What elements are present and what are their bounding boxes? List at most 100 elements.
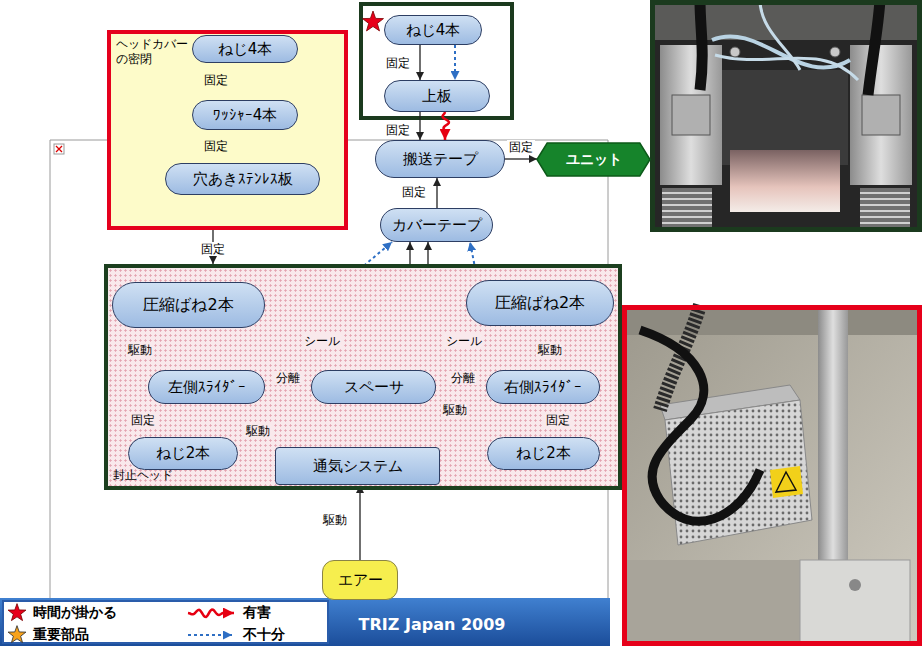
air-source: エアー bbox=[322, 560, 398, 600]
node-label: ねじ4本 bbox=[218, 40, 273, 59]
function-label: シール bbox=[444, 334, 484, 348]
function-label: 分離 bbox=[274, 371, 302, 385]
legend-swatch bbox=[186, 625, 238, 645]
function-label: 駆動 bbox=[441, 403, 469, 417]
component-box: カバーテープ bbox=[380, 208, 493, 242]
function-arrow bbox=[419, 112, 420, 140]
component-box: 搬送テープ bbox=[375, 140, 505, 178]
function-label: 固定 bbox=[544, 413, 572, 427]
function-label: シール bbox=[302, 334, 342, 348]
broken-image-icon bbox=[54, 144, 64, 154]
footer-band bbox=[0, 598, 610, 646]
unit-terminal: ユニット bbox=[537, 143, 650, 176]
legend-text: 不十分 bbox=[243, 626, 285, 644]
component-box: 穴あきｽﾃﾝﾚｽ板 bbox=[165, 163, 320, 195]
component-box: 上板 bbox=[384, 80, 490, 112]
node-label: エアー bbox=[338, 571, 383, 590]
warning-sticker bbox=[770, 466, 803, 498]
floor-plate bbox=[622, 560, 802, 646]
warning-sticker bbox=[776, 472, 796, 492]
unit-shape bbox=[537, 143, 650, 176]
component-box: ねじ2本 bbox=[487, 437, 600, 470]
machine-block bbox=[862, 95, 900, 135]
function-label: 固定 bbox=[202, 139, 230, 153]
machine-block bbox=[660, 45, 722, 185]
function-arrow bbox=[419, 45, 420, 80]
function-label: 固定 bbox=[400, 185, 428, 199]
broken-image-icon bbox=[56, 146, 62, 152]
node-label: スペーサ bbox=[344, 378, 404, 397]
function-arrow bbox=[359, 485, 360, 560]
node-label: カバーテープ bbox=[392, 216, 482, 235]
cable-sleeve bbox=[700, 0, 702, 90]
function-label: 分離 bbox=[449, 371, 477, 385]
base-block bbox=[800, 560, 910, 646]
legend-item: 有害 bbox=[186, 603, 271, 623]
node-label: 圧縮ばね2本 bbox=[495, 293, 585, 313]
function-label: 駆動 bbox=[321, 513, 349, 527]
component-box: ねじ4本 bbox=[192, 35, 298, 63]
component-box: 右側ｽﾗｲﾀﾞｰ bbox=[486, 370, 600, 404]
air-tube bbox=[715, 55, 858, 80]
machine-plate bbox=[730, 150, 840, 212]
function-label: 固定 bbox=[384, 123, 412, 137]
node-label: ねじ4本 bbox=[406, 21, 461, 40]
function-label: 駆動 bbox=[536, 343, 564, 357]
harmful-arrow bbox=[443, 112, 449, 140]
group-outline bbox=[361, 4, 512, 118]
air-tube bbox=[760, 0, 800, 70]
legend-swatch bbox=[188, 634, 232, 636]
node-label: 穴あきｽﾃﾝﾚｽ板 bbox=[193, 170, 293, 189]
legend-swatch bbox=[8, 626, 26, 643]
legend-text: 有害 bbox=[243, 604, 271, 622]
machine-block bbox=[672, 95, 710, 135]
spring bbox=[662, 188, 712, 228]
legend-swatch bbox=[6, 625, 28, 645]
function-label: 固定 bbox=[384, 56, 412, 70]
sealing-group: ヘッドカバーの密閉 ねじ4本 ﾜｯｼｬｰ4本穴あきｽﾃﾝﾚｽ板 bbox=[107, 30, 348, 230]
fitting bbox=[830, 47, 840, 57]
node-label: 上板 bbox=[422, 87, 452, 106]
footer-text: TRIZ Japan 2009 bbox=[359, 615, 506, 634]
system-box: 通気システム bbox=[275, 447, 440, 485]
node-label: 圧縮ばね2本 bbox=[143, 295, 233, 315]
function-label: 固定 bbox=[129, 413, 157, 427]
legend-text: 時間が掛かる bbox=[33, 604, 117, 622]
component-box: 圧縮ばね2本 bbox=[112, 282, 265, 328]
group-heading: ヘッドカバーの密閉 bbox=[116, 37, 192, 67]
component-box: 左側ｽﾗｲﾀﾞｰ bbox=[148, 370, 265, 404]
function-label: 固定 bbox=[507, 140, 535, 154]
node-label: ユニット bbox=[566, 151, 622, 169]
function-arrow bbox=[505, 158, 537, 159]
sealing-head-group: 封止ヘッド圧縮ばね2本圧縮ばね2本左側ｽﾗｲﾀﾞｰスペーサ右側ｽﾗｲﾀﾞｰねじ2… bbox=[104, 264, 622, 490]
node-label: ねじ2本 bbox=[516, 444, 571, 463]
legend-item: 時間が掛かる bbox=[6, 603, 117, 623]
legend-swatch bbox=[188, 610, 234, 617]
photo-frame bbox=[653, 3, 920, 230]
device-photo bbox=[622, 305, 922, 646]
legend-text: 重要部品 bbox=[33, 626, 89, 644]
node-label: ねじ2本 bbox=[156, 444, 211, 463]
legend-item: 不十分 bbox=[186, 625, 285, 645]
photo-frame bbox=[625, 308, 920, 644]
time-star bbox=[363, 11, 384, 31]
node-label: 通気システム bbox=[313, 457, 403, 476]
component-box: ﾜｯｼｬｰ4本 bbox=[192, 100, 298, 130]
aluminium-column bbox=[818, 305, 848, 575]
node-label: 右側ｽﾗｲﾀﾞｰ bbox=[504, 378, 582, 397]
legend-swatch bbox=[6, 603, 28, 623]
node-label: 搬送テープ bbox=[403, 150, 478, 169]
base-block bbox=[849, 579, 861, 591]
cable bbox=[640, 330, 760, 521]
machine-block bbox=[850, 45, 912, 185]
function-label: 固定 bbox=[202, 73, 230, 87]
component-box: ねじ2本 bbox=[128, 437, 238, 470]
legend-box bbox=[3, 601, 328, 643]
component-box: 圧縮ばね2本 bbox=[466, 280, 614, 326]
component-box: スペーサ bbox=[311, 370, 436, 404]
spring bbox=[860, 188, 910, 228]
function-label: 駆動 bbox=[244, 424, 272, 438]
node-label: ﾜｯｼｬｰ4本 bbox=[213, 106, 278, 125]
node-label: 左側ｽﾗｲﾀﾞｰ bbox=[168, 378, 246, 397]
legend-swatch bbox=[8, 604, 26, 621]
